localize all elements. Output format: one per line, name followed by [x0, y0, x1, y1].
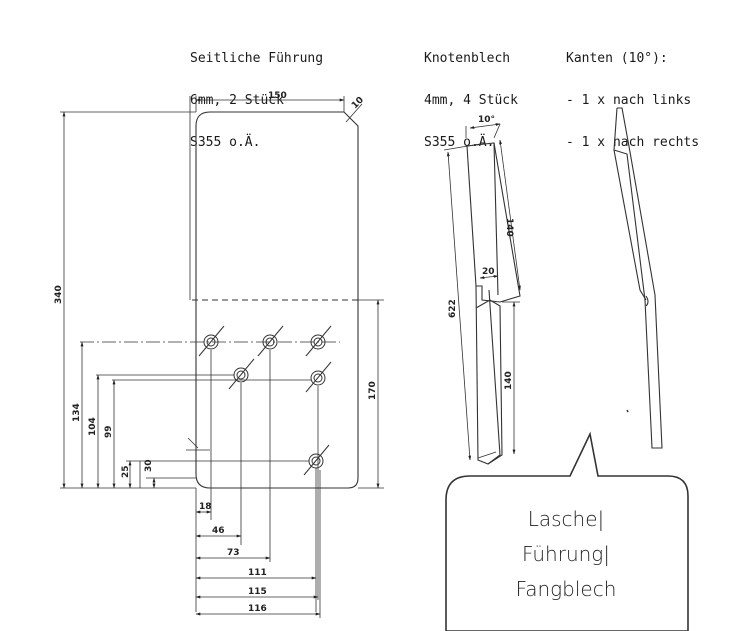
dim-20: 20	[482, 267, 495, 277]
hole	[228, 358, 255, 390]
header-knotenblech: Knotenblech 4mm, 4 Stück S355 o.Ä.	[424, 24, 518, 164]
side-profile-bent-plate	[613, 107, 663, 449]
callout-bubble	[445, 431, 689, 631]
header-mid-line2: 4mm, 4 Stück	[424, 93, 518, 108]
dim-99: 99	[104, 425, 114, 438]
dim-170: 170	[368, 381, 378, 400]
callout-line3: Fangblech	[515, 577, 617, 601]
dim-111: 111	[248, 568, 267, 578]
dim-25: 25	[121, 465, 131, 478]
header-mid-line1: Knotenblech	[424, 51, 511, 66]
hole	[198, 325, 225, 357]
hole	[303, 444, 330, 476]
header-right-line2: - 1 x nach links	[566, 93, 692, 108]
dim-chamfer: 10	[350, 95, 366, 111]
dim-73: 73	[227, 548, 240, 558]
callout-line1: Lasche|	[527, 507, 605, 531]
dim-140-top: 140	[504, 218, 514, 237]
gusset-knotenblech	[466, 142, 521, 465]
dim-46: 46	[212, 526, 225, 536]
dim-134: 134	[72, 403, 82, 422]
gusset-dimension-lines	[443, 123, 521, 461]
dim-140-bottom: 140	[504, 371, 514, 390]
dim-115: 115	[248, 587, 267, 597]
header-left-line1: Seitliche Führung	[190, 51, 324, 66]
hole	[305, 361, 332, 393]
callout-line2: Führung|	[521, 542, 611, 566]
plate-holes	[198, 325, 332, 476]
dim-30: 30	[144, 459, 154, 472]
plate-dimension-lines	[60, 96, 384, 618]
callout-text: Lasche| Führung| Fangblech	[446, 502, 686, 607]
dim-150: 150	[268, 91, 287, 101]
header-right-line1: Kanten (10°):	[566, 51, 668, 66]
dim-angle: 10°	[478, 115, 495, 125]
header-kanten: Kanten (10°): - 1 x nach links - 1 x nac…	[566, 24, 699, 164]
dim-340: 340	[54, 285, 64, 304]
hole	[305, 325, 332, 357]
dim-622: 622	[448, 299, 458, 318]
dim-18: 18	[199, 502, 212, 512]
dim-116: 116	[248, 604, 267, 614]
plate-seitliche-fuehrung	[80, 96, 362, 489]
plate-dimension-labels: 150 10 340 170 134 104 99 25 30 18 46 73…	[54, 91, 378, 614]
header-left-line3: S355 o.Ä.	[190, 135, 261, 150]
hole	[257, 325, 284, 357]
dim-104: 104	[88, 417, 98, 436]
header-right-line3: - 1 x nach rechts	[566, 135, 700, 150]
gusset-dimension-labels: 10° 140 20 622 140	[448, 115, 514, 390]
